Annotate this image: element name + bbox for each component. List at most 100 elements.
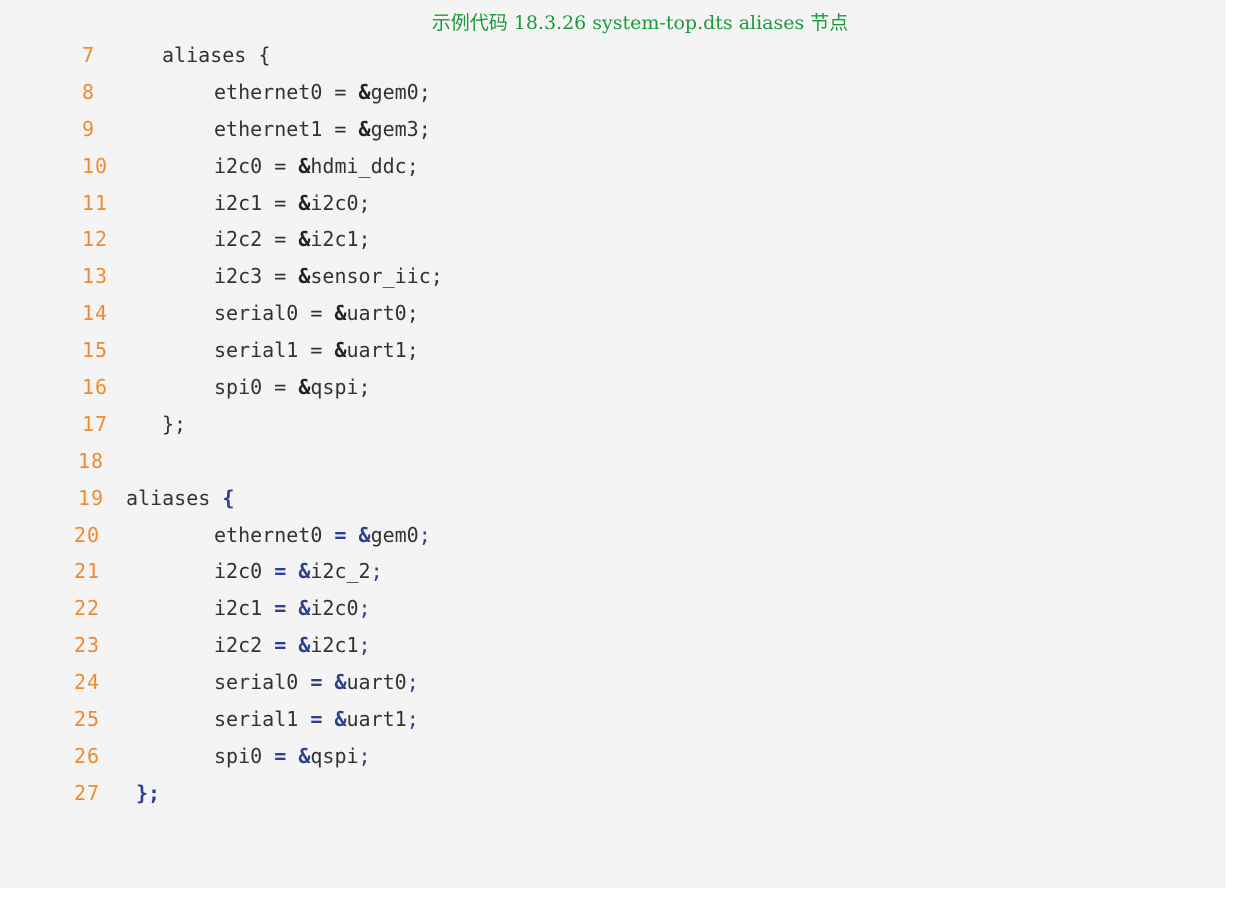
node-reference: i2c1 <box>310 633 359 658</box>
alias-name: i2c0 <box>214 559 263 584</box>
assign-operator: = <box>334 79 347 104</box>
code-text: ethernet0 = &gem0; <box>214 517 431 554</box>
code-line: 20 ethernet0 = &gem0; <box>0 517 1226 554</box>
code-text: serial0 = &uart0; <box>214 664 419 701</box>
code-text: i2c1 = &i2c0; <box>214 590 371 627</box>
assign-operator: = <box>274 743 287 768</box>
line-number: 23 <box>74 633 101 658</box>
node-reference: uart0 <box>346 670 407 695</box>
line-number: 14 <box>82 301 109 326</box>
semicolon: ; <box>418 79 431 104</box>
alias-name: i2c1 <box>214 596 263 621</box>
line-number: 11 <box>82 190 109 215</box>
open-brace: { <box>222 485 235 510</box>
semicolon: ; <box>418 116 431 141</box>
code-text: aliases { <box>126 480 234 517</box>
line-number: 10 <box>82 153 109 178</box>
node-reference: qspi <box>310 375 359 400</box>
alias-name: i2c2 <box>214 633 263 658</box>
reference-operator: & <box>298 153 311 178</box>
reference-operator: & <box>298 596 311 621</box>
line-number: 21 <box>74 559 101 584</box>
code-text: ethernet1 = &gem3; <box>214 111 431 148</box>
code-line: 15 serial1 = &uart1; <box>0 332 1226 369</box>
alias-name: serial1 <box>214 338 299 363</box>
reference-operator: & <box>298 264 311 289</box>
alias-name: serial1 <box>214 707 299 732</box>
semicolon: ; <box>370 559 383 584</box>
assign-operator: = <box>274 559 287 584</box>
node-reference: uart1 <box>346 338 407 363</box>
code-text: aliases { <box>162 43 271 67</box>
semicolon: ; <box>406 301 419 326</box>
alias-name: ethernet0 <box>214 79 323 104</box>
code-text: i2c0 = &hdmi_ddc; <box>214 148 419 185</box>
alias-name: i2c1 <box>214 190 263 215</box>
code-text: i2c2 = &i2c1; <box>214 221 371 258</box>
alias-name: i2c2 <box>214 227 263 252</box>
node-reference: gem0 <box>370 522 419 547</box>
code-text: i2c3 = &sensor_iic; <box>214 258 443 295</box>
alias-name: spi0 <box>214 375 263 400</box>
reference-operator: & <box>358 116 371 141</box>
reference-operator: & <box>334 670 347 695</box>
code-line: 16 spi0 = &qspi; <box>0 369 1226 406</box>
alias-name: i2c3 <box>214 264 263 289</box>
code-line: 17 }; <box>0 406 1226 443</box>
code-line: 11 i2c1 = &i2c0; <box>0 185 1226 222</box>
code-line: 23 i2c2 = &i2c1; <box>0 627 1226 664</box>
code-text: i2c1 = &i2c0; <box>214 185 371 222</box>
reference-operator: & <box>298 375 311 400</box>
code-line: 9 ethernet1 = &gem3; <box>0 111 1226 148</box>
alias-name: spi0 <box>214 743 263 768</box>
assign-operator: = <box>310 707 323 732</box>
assign-operator: = <box>274 227 287 252</box>
code-line: 27 }; <box>0 775 1226 812</box>
code-line: 26 spi0 = &qspi; <box>0 738 1226 775</box>
code-line: 21 i2c0 = &i2c_2; <box>0 553 1226 590</box>
reference-operator: & <box>298 227 311 252</box>
code-text: serial1 = &uart1; <box>214 701 419 738</box>
code-lines: 7 aliases { 8 ethernet0 = &gem0; 9 ether… <box>0 37 1226 812</box>
code-line: 25 serial1 = &uart1; <box>0 701 1226 738</box>
code-line: 19 aliases { <box>0 480 1226 517</box>
code-text: i2c0 = &i2c_2; <box>214 553 383 590</box>
line-number: 19 <box>78 485 105 510</box>
code-line: 18 <box>0 443 1226 480</box>
code-line: 7 aliases { <box>0 37 1226 74</box>
line-number: 8 <box>82 79 96 104</box>
node-reference: sensor_iic <box>310 264 431 289</box>
assign-operator: = <box>274 375 287 400</box>
code-text: i2c2 = &i2c1; <box>214 627 371 664</box>
assign-operator: = <box>334 522 347 547</box>
reference-operator: & <box>298 559 311 584</box>
code-text: spi0 = &qspi; <box>214 738 371 775</box>
alias-name: ethernet0 <box>214 522 323 547</box>
semicolon: ; <box>406 153 419 178</box>
code-text: }; <box>162 411 187 436</box>
node-reference: uart0 <box>346 301 407 326</box>
assign-operator: = <box>274 596 287 621</box>
node-reference: gem0 <box>370 79 419 104</box>
alias-name: i2c0 <box>214 153 263 178</box>
line-number: 17 <box>82 411 109 436</box>
node-reference: gem3 <box>370 116 419 141</box>
code-line: 13 i2c3 = &sensor_iic; <box>0 258 1226 295</box>
code-line: 12 i2c2 = &i2c1; <box>0 221 1226 258</box>
alias-name: serial0 <box>214 670 299 695</box>
code-line: 8 ethernet0 = &gem0; <box>0 74 1226 111</box>
assign-operator: = <box>274 190 287 215</box>
semicolon: ; <box>358 375 371 400</box>
node-reference: qspi <box>310 743 359 768</box>
reference-operator: & <box>334 338 347 363</box>
line-number: 9 <box>82 116 96 141</box>
semicolon: ; <box>358 743 371 768</box>
code-line: 24 serial0 = &uart0; <box>0 664 1226 701</box>
assign-operator: = <box>274 153 287 178</box>
line-number: 27 <box>74 780 101 805</box>
line-number: 15 <box>82 338 109 363</box>
reference-operator: & <box>298 743 311 768</box>
reference-operator: & <box>358 522 371 547</box>
assign-operator: = <box>310 338 323 363</box>
reference-operator: & <box>334 707 347 732</box>
